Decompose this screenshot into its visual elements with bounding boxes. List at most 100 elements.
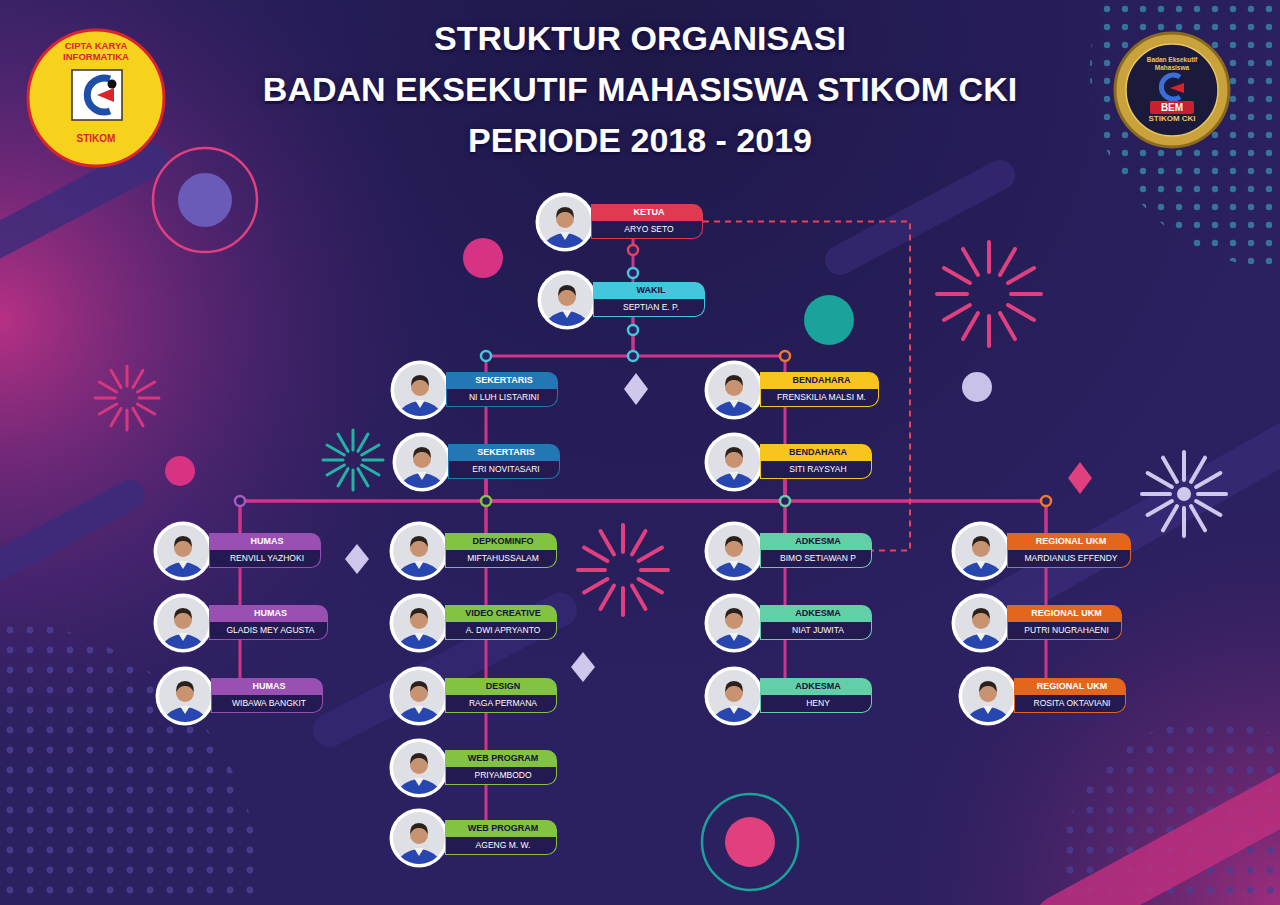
role-title: DESIGN [486,678,521,695]
starburst [1177,487,1191,501]
member-photo [176,681,194,692]
name-row: MARDIANUS EFFENDY [1007,550,1131,568]
name-band: HUMASGLADIS MEY AGUSTA [209,605,328,640]
diamond [345,373,1092,682]
name-band: DESIGNRAGA PERMANA [445,678,557,713]
member-photo [725,608,743,619]
name-band: WEB PROGRAMAGENG M. W. [445,820,557,855]
member-photo [395,707,443,726]
starburst [95,242,1226,615]
background [1090,0,1280,270]
member-photo [398,473,446,492]
member-photo [976,561,986,569]
starburst [133,408,143,425]
bem-logo [1170,83,1184,93]
starburst [352,470,355,490]
member-photo [395,849,443,868]
starburst [1191,458,1205,482]
member-card: DEPKOMINFOMIFTAHUSSALAM [389,521,557,581]
member-photo [725,375,743,386]
starburst [1182,452,1186,480]
member-name: SEPTIAN E. P. [623,299,679,315]
starburst [327,445,344,455]
starburst [338,434,348,451]
member-photo [414,778,424,786]
member-photo [704,432,764,492]
member-name: GLADIS MEY AGUSTA [226,622,314,638]
org-line [485,407,488,444]
member-photo [972,536,990,547]
diagonal-bar [990,440,1280,610]
starburst [111,408,121,425]
member-photo [178,633,188,641]
name-band: REGIONAL UKMROSITA OKTAVIANI [1014,678,1126,713]
member-name: RAGA PERMANA [469,695,537,711]
starburst [1182,508,1186,536]
member-photo [395,562,443,581]
member-photo [390,360,450,420]
starburst [137,404,154,414]
member-name: ERI NOVITASARI [472,461,539,477]
logo-text: STIKOM [56,133,136,145]
member-photo [725,447,743,458]
starburst [963,249,978,275]
bubble [804,295,854,345]
member-photo [153,521,213,581]
member-name: NI LUH LISTARINI [469,389,539,405]
org-line [485,640,488,678]
member-name: FRENSKILIA MALSI M. [777,389,866,405]
starburst [95,397,115,400]
diagonal-bar [840,175,1000,260]
member-photo [710,707,758,726]
name-row: WIBAWA BANGKIT [211,695,323,713]
dashed-link [703,222,910,551]
org-line [784,568,787,605]
role-title: KETUA [634,204,665,221]
starburst [338,469,348,486]
background [1060,720,1280,905]
member-card: VIDEO CREATIVEA. DWI APRYANTO [389,593,557,653]
role-title: WAKIL [637,282,666,299]
name-row: ARYO SETO [591,221,703,239]
role-row: WEB PROGRAM [445,820,557,837]
role-row: DEPKOMINFO [445,533,557,550]
member-photo [395,779,443,798]
member-photo [180,706,190,714]
role-row: ADKESMA [760,678,872,695]
starburst [323,430,383,490]
member-photo [410,681,428,692]
bem-logo [1115,33,1229,147]
member-photo [537,270,597,330]
member-photo [983,706,993,714]
role-row: DESIGN [445,678,557,695]
starburst [1008,268,1034,283]
starburst [1142,492,1170,496]
background [0,620,260,905]
member-card: WEB PROGRAMAGENG M. W. [389,808,557,868]
name-row: BIMO SETIAWAN P [760,550,872,568]
starburst [362,465,379,475]
diagonal-bar [330,610,560,730]
org-line [1045,568,1048,605]
member-photo [414,706,424,714]
bubble [165,456,195,486]
starburst [621,525,625,552]
starburst [1191,506,1205,530]
member-photo [389,738,449,798]
member-name: HENY [806,695,830,711]
starburst [363,459,383,462]
name-row: RAGA PERMANA [445,695,557,713]
starburst [133,370,143,387]
member-photo [710,562,758,581]
member-photo [415,400,425,408]
name-band: HUMASRENVILL YAZHOKI [209,533,321,568]
name-band: HUMASWIBAWA BANGKIT [211,678,323,713]
starburst [1196,473,1220,487]
diamond [571,652,595,682]
bubble [725,817,775,867]
starburst [323,459,343,462]
role-row: ADKESMA [760,605,872,622]
member-photo [153,593,213,653]
starburst [99,404,116,414]
name-row: AGENG M. W. [445,837,557,855]
